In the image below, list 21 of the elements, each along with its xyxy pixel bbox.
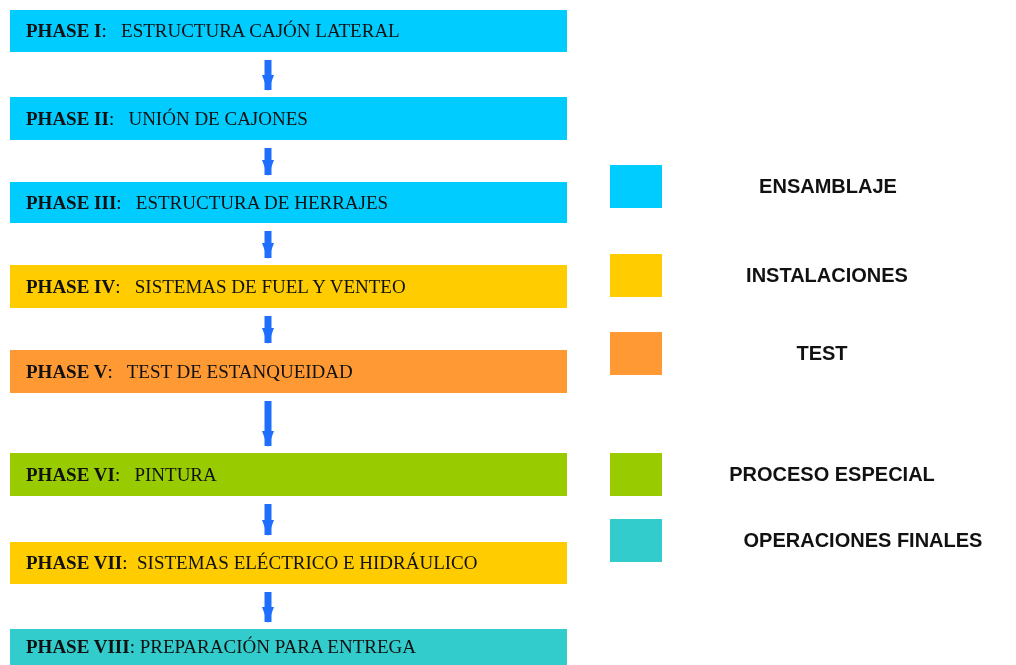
phase-label: PHASE V: TEST DE ESTANQUEIDAD	[26, 360, 353, 383]
phase-label: PHASE II: UNIÓN DE CAJONES	[26, 107, 308, 130]
legend-label: INSTALACIONES	[746, 264, 908, 287]
phase-label: PHASE VII: SISTEMAS ELÉCTRICO E HIDRÁULICO	[26, 552, 478, 574]
phase-label: PHASE VI: PINTURA	[26, 463, 217, 486]
phase-label: PHASE IV: SISTEMAS DE FUEL Y VENTEO	[26, 275, 406, 298]
legend-label: TEST	[796, 342, 848, 365]
phase-box	[10, 97, 567, 140]
phase-box	[10, 265, 567, 308]
legend-label: PROCESO ESPECIAL	[729, 463, 935, 486]
legend-label: OPERACIONES FINALES	[743, 529, 983, 552]
phase-label: PHASE I: ESTRUCTURA CAJÓN LATERAL	[26, 20, 400, 42]
phase-box	[10, 542, 567, 584]
phase-label: PHASE III: ESTRUCTURA DE HERRAJES	[26, 191, 389, 214]
phase-box	[10, 350, 567, 393]
phase-label: PHASE VIII: PREPARACIÓN PARA ENTREGA	[26, 636, 416, 658]
legend-label: ENSAMBLAJE	[759, 175, 897, 198]
phase-box	[10, 10, 567, 52]
phase-box	[10, 629, 567, 665]
phase-box	[10, 453, 567, 496]
phase-box	[10, 182, 567, 223]
